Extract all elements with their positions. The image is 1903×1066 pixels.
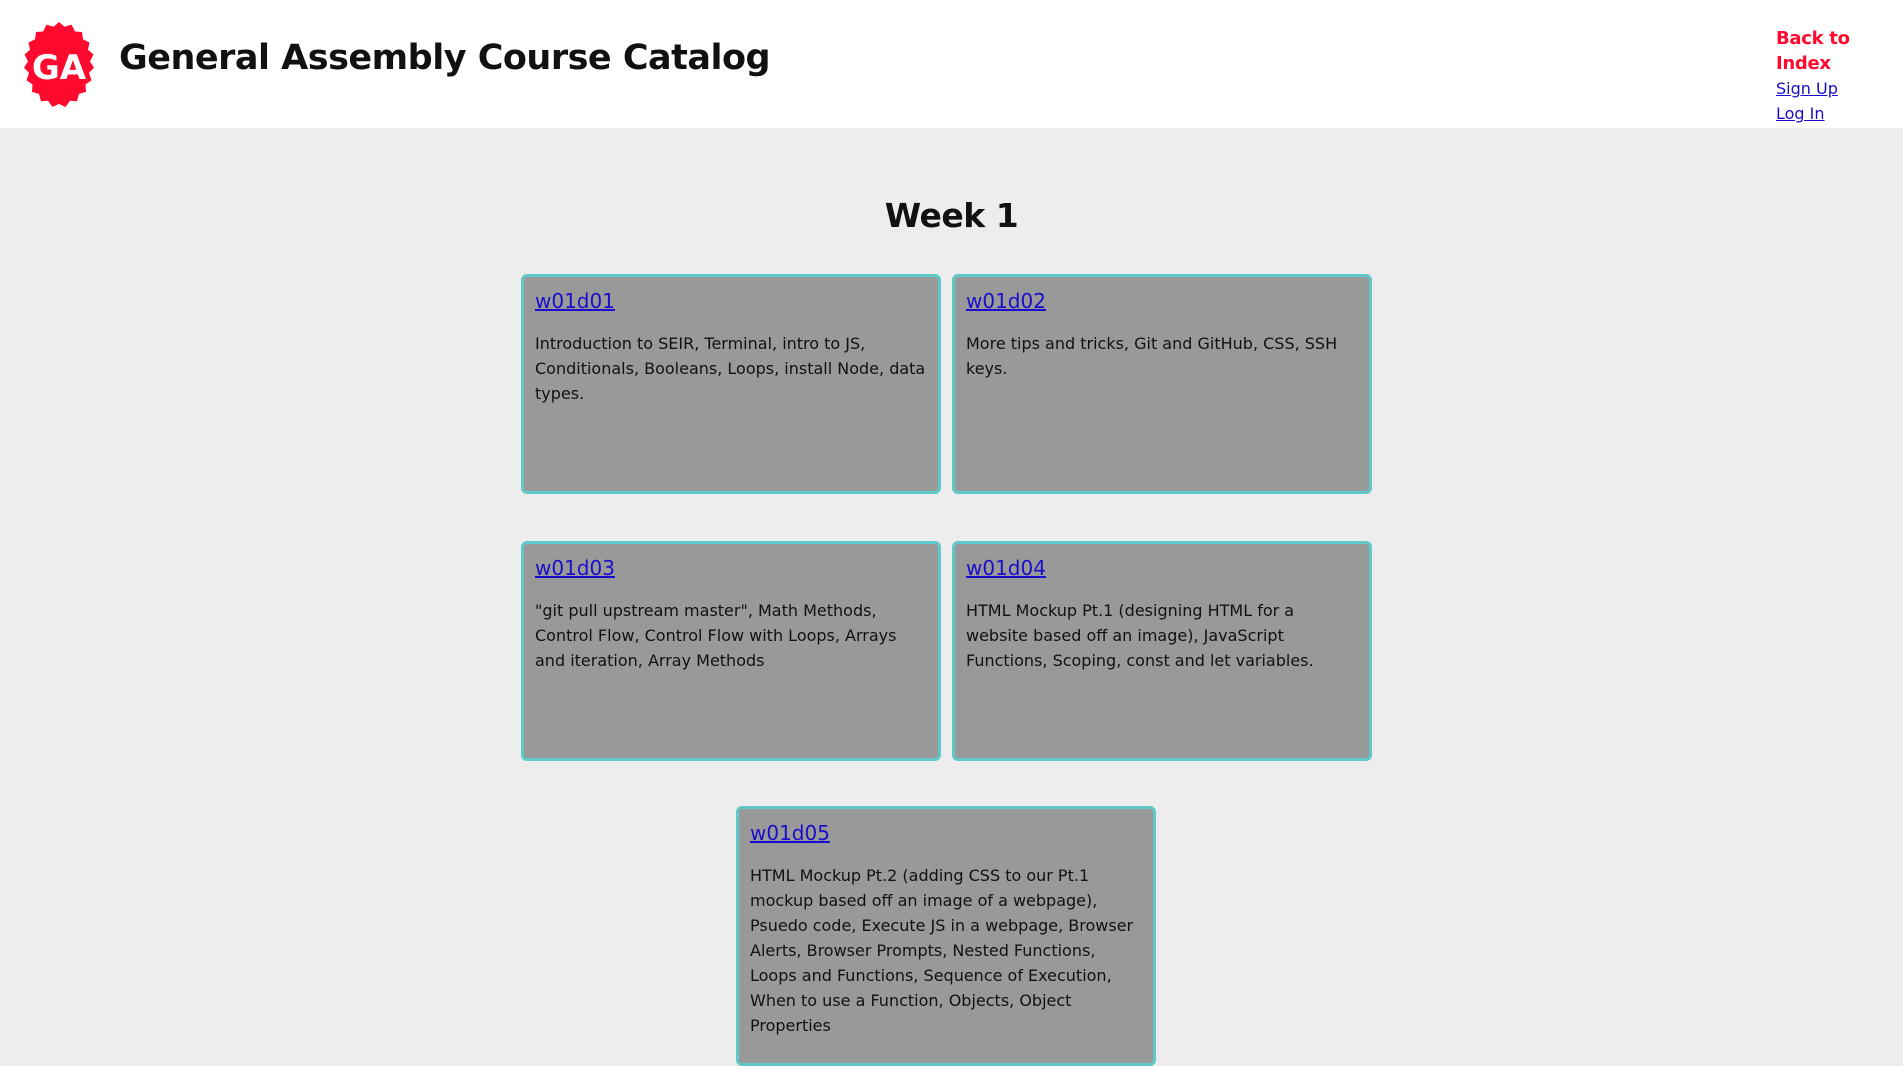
lesson-description: HTML Mockup Pt.1 (designing HTML for a w…: [966, 601, 1314, 670]
sign-up-link[interactable]: Sign Up: [1776, 79, 1838, 98]
site-title: General Assembly Course Catalog: [119, 38, 771, 78]
back-to-index-link[interactable]: Back to Index: [1776, 28, 1850, 74]
lesson-link[interactable]: w01d04: [966, 556, 1046, 580]
lesson-link[interactable]: w01d02: [966, 289, 1046, 313]
lesson-description: "git pull upstream master", Math Methods…: [535, 601, 897, 670]
lesson-card: w01d03 "git pull upstream master", Math …: [521, 541, 941, 761]
ga-logo-icon[interactable]: GA: [14, 16, 104, 112]
week-title: Week 1: [884, 196, 1019, 235]
log-in-link[interactable]: Log In: [1776, 104, 1825, 123]
lesson-description: HTML Mockup Pt.2 (adding CSS to our Pt.1…: [750, 866, 1134, 1035]
lesson-card: w01d05 HTML Mockup Pt.2 (adding CSS to o…: [736, 806, 1156, 1066]
logo-text: GA: [32, 48, 87, 88]
lesson-card: w01d01 Introduction to SEIR, Terminal, i…: [521, 274, 941, 494]
top-nav: Back to Index Sign Up Log In: [1776, 26, 1903, 126]
site-header: GA General Assembly Course Catalog Back …: [0, 0, 1903, 128]
lesson-link[interactable]: w01d01: [535, 289, 615, 313]
lesson-link[interactable]: w01d05: [750, 821, 830, 845]
lesson-link[interactable]: w01d03: [535, 556, 615, 580]
lesson-card: w01d02 More tips and tricks, Git and Git…: [952, 274, 1372, 494]
lesson-description: Introduction to SEIR, Terminal, intro to…: [535, 334, 926, 403]
lesson-description: More tips and tricks, Git and GitHub, CS…: [966, 334, 1338, 378]
lesson-card: w01d04 HTML Mockup Pt.1 (designing HTML …: [952, 541, 1372, 761]
